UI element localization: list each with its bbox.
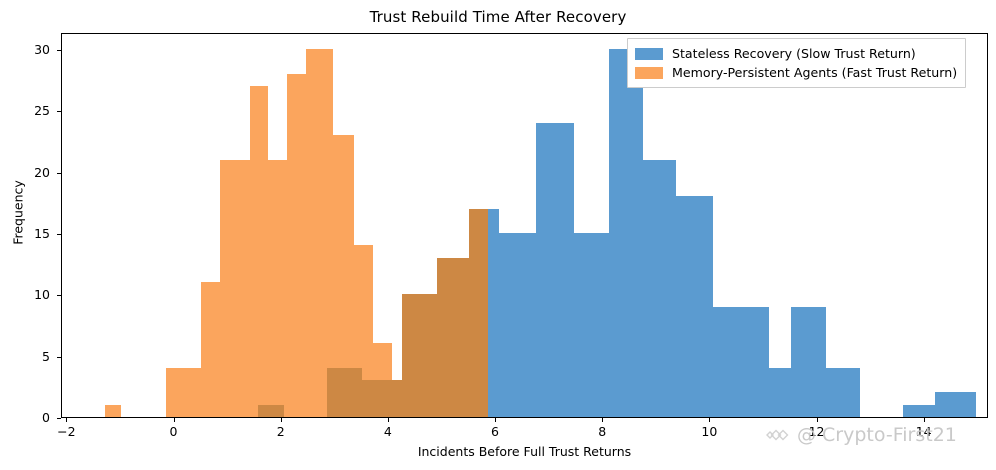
y-tick-label: 20 [34,164,50,180]
histogram-bar [287,73,306,417]
histogram-bar [437,257,470,417]
histogram-bar [790,306,826,417]
x-tick [387,418,389,422]
histogram-bars-layer [62,34,987,417]
histogram-bar [573,233,609,417]
x-tick-label: −2 [57,424,76,439]
histogram-bar-overlap [327,367,363,417]
histogram-bar [469,208,488,417]
x-tick-label: 0 [169,424,178,439]
histogram-bar [935,392,976,417]
chart-legend[interactable]: Stateless Recovery (Slow Trust Return) M… [627,38,967,88]
histogram-bar [608,49,644,417]
histogram-bar-overlap [257,404,285,417]
legend-swatch-series1 [635,47,663,60]
histogram-bar [332,135,355,417]
histogram-bar [769,367,791,417]
x-tick [173,418,175,422]
histogram-bar [402,294,438,417]
x-tick-label: 2 [276,424,285,439]
x-tick [709,418,711,422]
histogram-bar [305,49,333,417]
histogram-bar [268,159,288,417]
y-axis-label: Frequency [10,180,26,245]
histogram-bar [220,159,250,417]
histogram-bar [903,404,936,417]
histogram-bar-overlap [362,380,403,417]
page-title: Trust Rebuild Time After Recovery [369,8,627,26]
y-tick [57,295,61,297]
y-tick-label: 10 [34,287,50,303]
x-tick [816,418,818,422]
y-tick-label: 25 [34,103,50,119]
x-axis-label: Incidents Before Full Trust Returns [417,444,632,459]
x-tick [280,418,282,422]
y-tick [57,418,61,419]
x-tick-label: 4 [383,424,392,439]
x-tick [602,418,604,422]
y-tick-label: 0 [42,410,50,425]
histogram-bar [104,404,121,417]
histogram-bar [643,159,676,417]
legend-item: Memory-Persistent Agents (Fast Trust Ret… [635,63,957,82]
histogram-bar [713,306,770,417]
legend-label-series2: Memory-Persistent Agents (Fast Trust Ret… [672,65,958,80]
legend-label-series1: Stateless Recovery (Slow Trust Return) [672,46,916,61]
histogram-bar [825,367,861,417]
y-tick-label: 5 [42,348,50,364]
x-tick [923,418,925,422]
y-tick-label: 30 [34,42,50,58]
x-tick-label: 14 [915,424,932,439]
histogram-bar [675,196,714,417]
y-tick [57,356,61,358]
x-tick-label: 8 [598,424,607,439]
y-tick [57,111,61,113]
y-tick-label: 15 [34,226,50,242]
x-tick-label: 12 [808,424,825,439]
legend-item: Stateless Recovery (Slow Trust Return) [635,44,957,63]
histogram-bar [249,85,269,417]
plot-area [61,33,988,418]
histogram-bar [487,208,499,417]
y-tick [57,50,61,52]
x-tick [66,418,68,422]
y-tick [57,172,61,174]
x-tick-label: 6 [491,424,499,439]
x-tick-label: 10 [701,424,718,439]
histogram-bar [498,233,537,417]
x-tick [495,418,497,422]
y-tick [57,234,61,236]
legend-swatch-series2 [635,66,663,79]
histogram-bar [201,282,221,417]
histogram-bar [166,367,202,417]
histogram-bar [536,122,574,417]
